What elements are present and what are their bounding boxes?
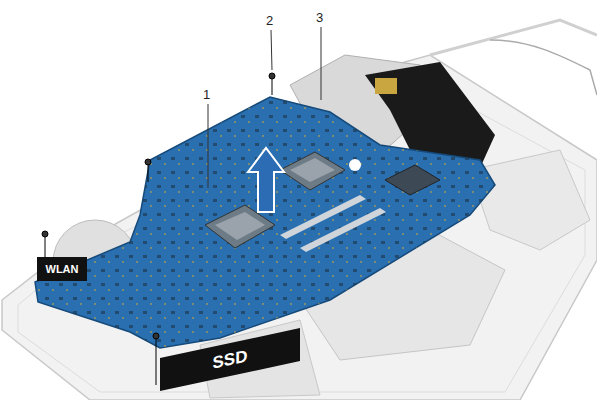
part-label: SSD xyxy=(213,346,248,373)
callout-number: 1 xyxy=(203,88,210,102)
callout-number: 2 xyxy=(266,14,273,28)
part-label: WLAN xyxy=(46,263,79,275)
wlan-label: WLAN xyxy=(37,257,87,281)
callout-number: 3 xyxy=(316,11,323,25)
